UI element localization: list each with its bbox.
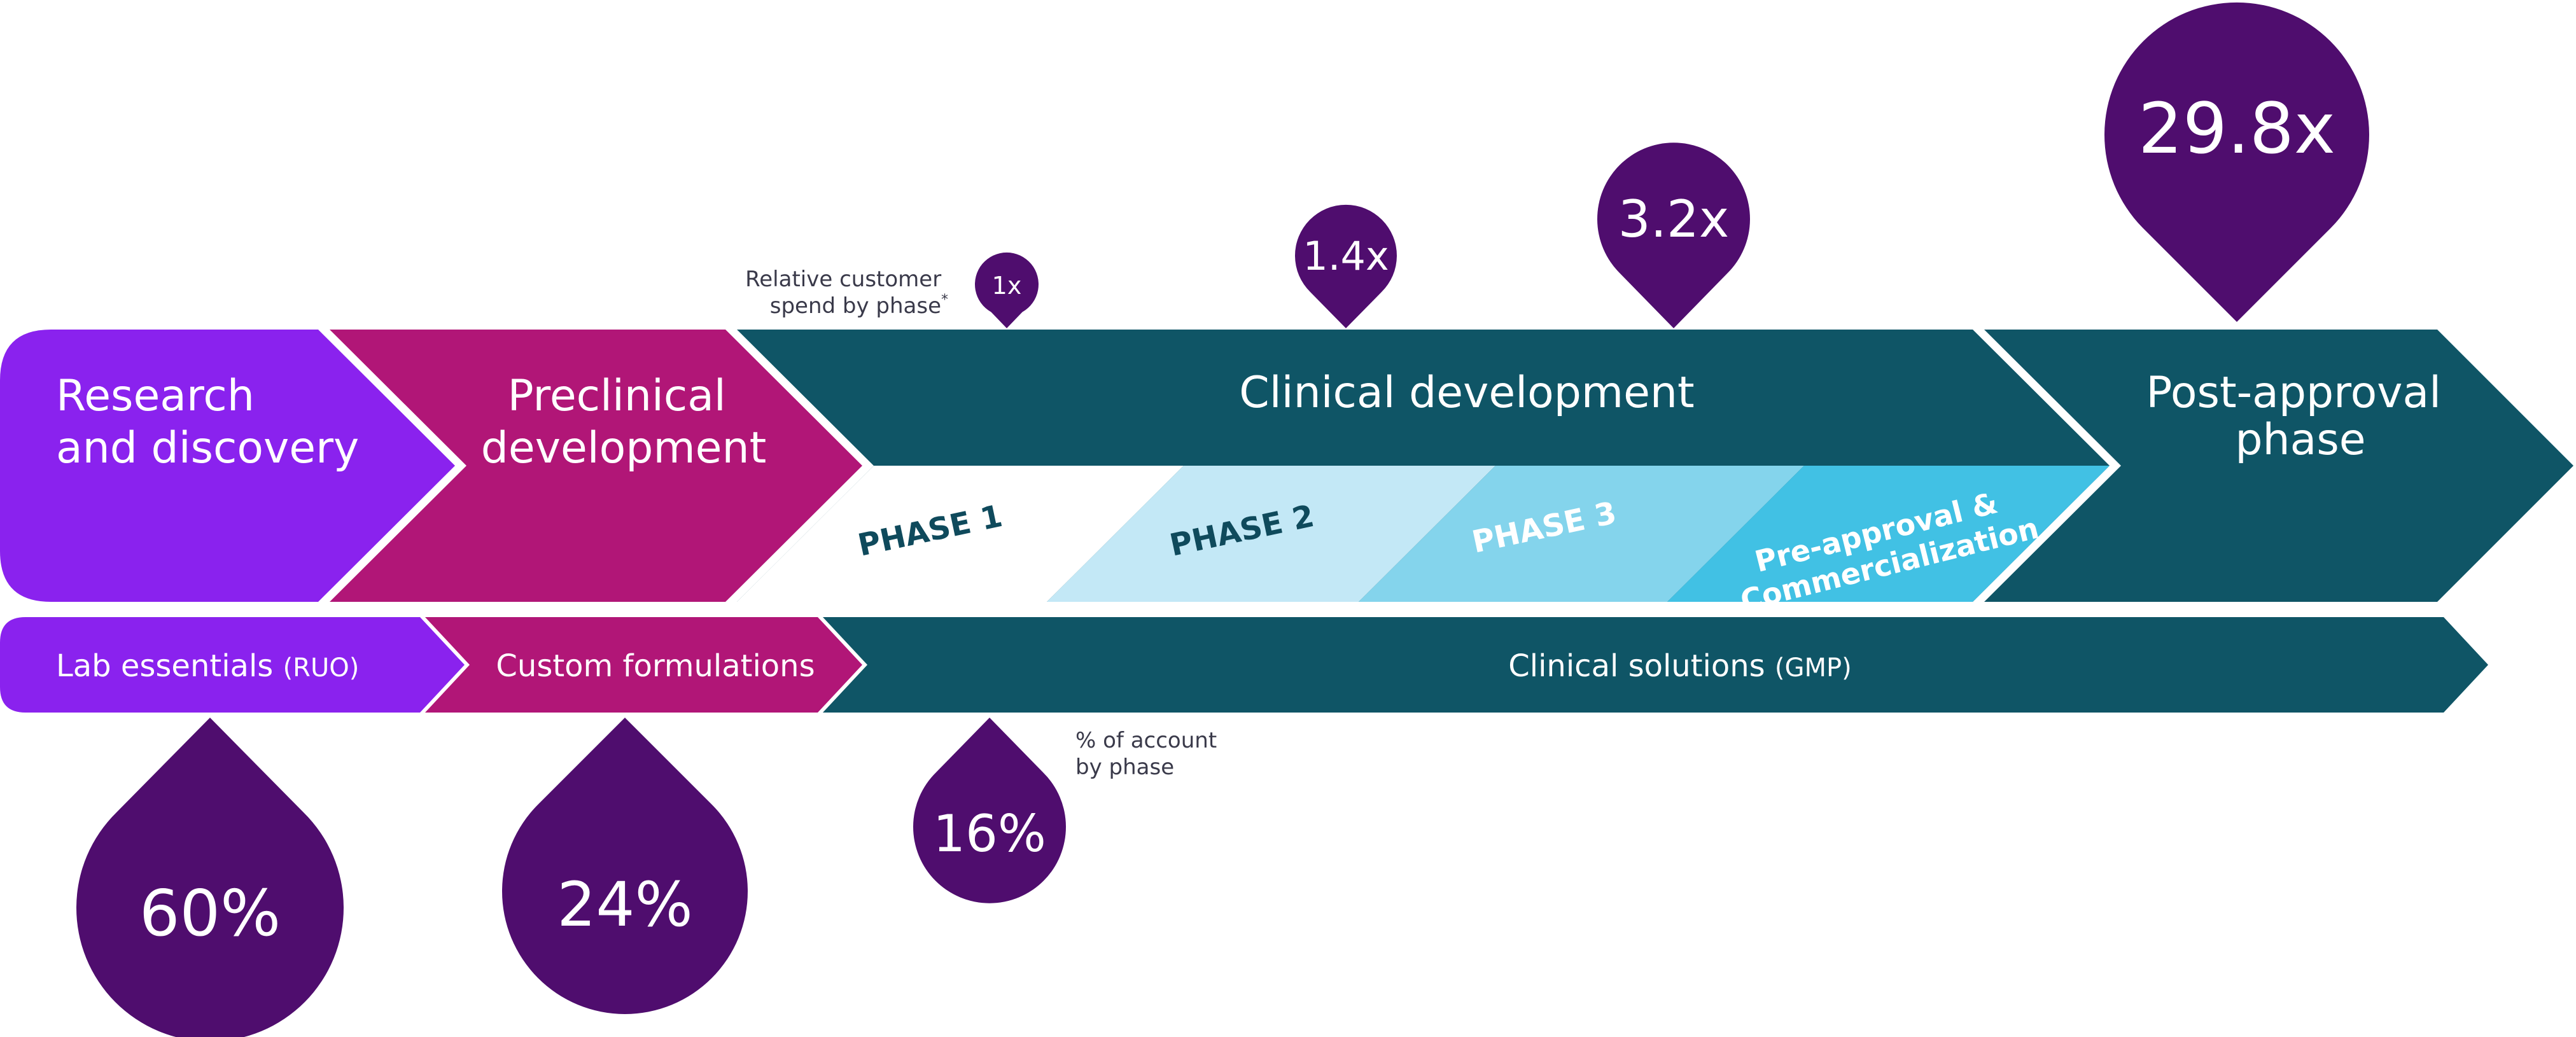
share-drop-24-value: 24%	[557, 869, 692, 940]
phase-3-band	[1359, 466, 1804, 602]
clinical-stage-title: Clinical development	[1239, 368, 1694, 418]
spend-drop-1x-value: 1x	[992, 272, 1022, 300]
share-drop-60: 60%	[76, 718, 344, 1037]
share-drop-16-shape	[913, 718, 1066, 903]
pre-approval-band	[1667, 466, 2110, 602]
lab-essentials-label: Lab essentials (RUO)	[56, 648, 359, 684]
share-drop-60-value: 60%	[139, 876, 281, 950]
spend-drop-1x-shape	[975, 252, 1039, 328]
clinical-solutions-label: Clinical solutions (GMP)	[1508, 648, 1852, 684]
preclinical-stage-title: Preclinical development	[481, 371, 767, 473]
phase-1-band	[737, 466, 1184, 602]
custom-formulations-label: Custom formulations	[496, 648, 815, 684]
spend-drop-29-8x: 29.8x	[2104, 2, 2369, 322]
post-approval-stage-shape	[1984, 330, 2573, 602]
research-stage-title: Research and discovery	[56, 371, 359, 473]
spend-drop-1-4x-shape	[1294, 204, 1397, 328]
research-stage-shape	[0, 330, 455, 602]
lab-essentials-shape	[0, 617, 465, 713]
share-drop-16: 16%	[913, 718, 1066, 903]
preclinical-stage-shape	[330, 330, 862, 602]
phase-2-band	[1047, 466, 1495, 602]
spend-note: Relative customer spend by phase*	[745, 267, 948, 319]
spend-drop-3-2x-shape	[1597, 143, 1750, 328]
spend-drop-1-4x-value: 1.4x	[1303, 233, 1389, 279]
custom-formulations-shape	[425, 617, 862, 713]
share-drop-16-value: 16%	[933, 804, 1046, 863]
spend-drop-1x: 1x	[975, 252, 1039, 328]
share-drop-60-shape	[76, 718, 344, 1037]
spend-drop-29-8x-value: 29.8x	[2138, 88, 2335, 169]
share-drop-24: 24%	[502, 718, 748, 1014]
clinical-solutions-shape	[823, 617, 2488, 713]
phase-strip	[737, 466, 2110, 602]
spend-drop-1-4x: 1.4x	[1294, 204, 1397, 328]
account-note: % of account by phase	[1075, 728, 1224, 780]
post-approval-stage-title: Post-approval phase	[2146, 368, 2454, 465]
spend-drop-3-2x-value: 3.2x	[1618, 190, 1730, 249]
share-drop-24-shape	[502, 718, 748, 1014]
spend-drop-29-8x-shape	[2104, 2, 2369, 322]
spend-drop-3-2x: 3.2x	[1597, 143, 1750, 328]
